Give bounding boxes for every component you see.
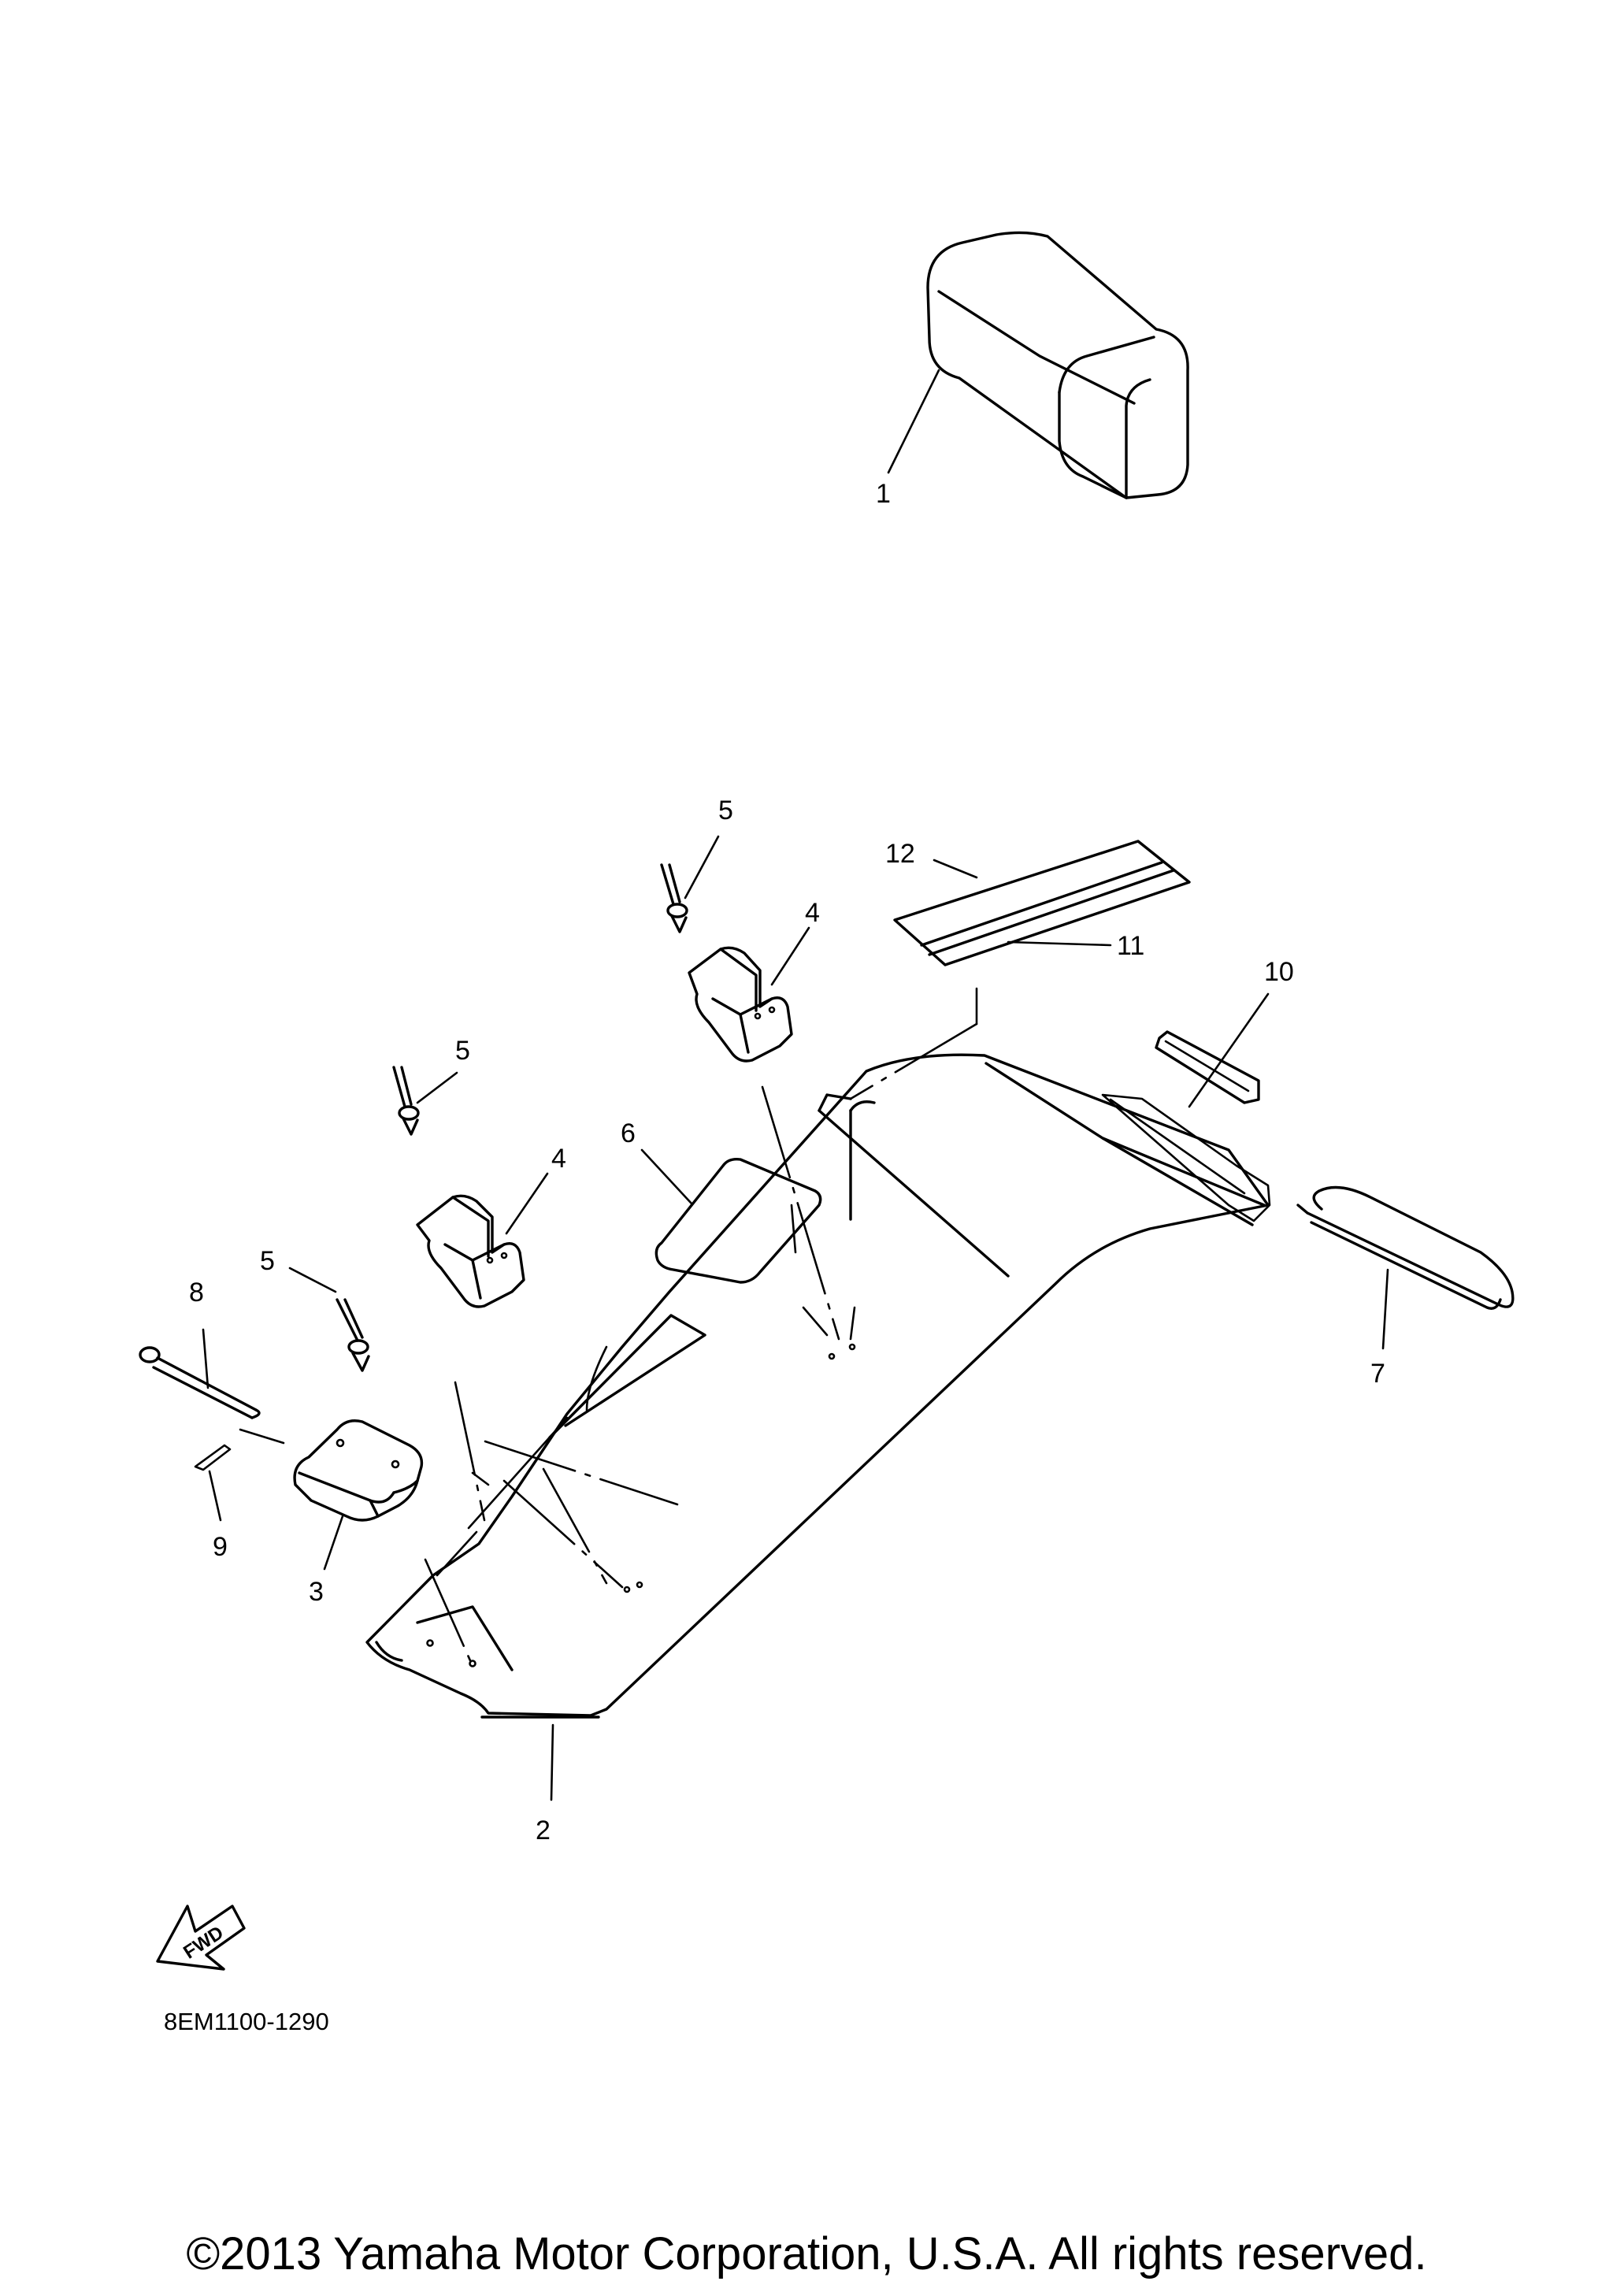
leader-2 <box>550 1723 554 1801</box>
callout-4-lower: 4 <box>551 1144 566 1174</box>
callout-5-lower: 5 <box>260 1246 275 1276</box>
leader-9 <box>208 1470 222 1522</box>
callout-6: 6 <box>621 1118 636 1148</box>
callout-8: 8 <box>189 1278 204 1307</box>
callout-9: 9 <box>213 1532 228 1562</box>
leader-4-upper <box>770 926 810 986</box>
part-5-rivet-lower <box>336 1298 370 1372</box>
callout-12: 12 <box>885 839 915 869</box>
leader-3 <box>323 1515 344 1571</box>
leader-12 <box>933 859 978 879</box>
part-5-rivet-middle <box>392 1066 420 1136</box>
part-2-hull-liner <box>365 1053 1271 1719</box>
part-3-hinge <box>293 1419 424 1522</box>
callout-1: 1 <box>876 479 891 509</box>
leader-9b <box>239 1428 285 1445</box>
callout-5-middle: 5 <box>455 1036 470 1066</box>
diagram-code: 8EM1100-1290 <box>164 2008 329 2035</box>
leader-1 <box>887 369 940 474</box>
fwd-arrow-icon: FWD <box>156 1905 246 1971</box>
leader-5-middle <box>416 1071 458 1104</box>
part-10-strip <box>1155 1030 1260 1104</box>
part-4-clip-upper <box>688 946 793 1063</box>
part-7-rope <box>1296 1185 1515 1310</box>
callout-5-upper: 5 <box>718 796 733 825</box>
part-4-clip-lower <box>416 1194 525 1308</box>
callout-10: 10 <box>1264 957 1294 987</box>
part-6-pad <box>654 1157 822 1284</box>
leader-8 <box>202 1328 210 1389</box>
part-9-cotter <box>194 1444 232 1471</box>
callout-11: 11 <box>1117 931 1144 961</box>
callout-3: 3 <box>309 1577 324 1607</box>
part-8-pin <box>139 1346 261 1419</box>
leader-5-lower <box>288 1267 337 1293</box>
part-1-foam-block <box>926 231 1189 499</box>
copyright-notice: ©2013 Yamaha Motor Corporation, U.S.A. A… <box>186 2228 1427 2279</box>
callout-7: 7 <box>1370 1359 1385 1389</box>
assembly-lines <box>424 987 978 1667</box>
leader-10 <box>1188 992 1270 1108</box>
leader-6 <box>640 1148 693 1205</box>
fwd-label: FWD <box>180 1922 228 1963</box>
part-11-12-mats <box>893 840 1191 966</box>
callout-2: 2 <box>536 1816 551 1845</box>
part-5-rivet-upper <box>660 863 688 933</box>
leader-4-lower <box>505 1172 549 1235</box>
leader-5-upper <box>684 835 720 899</box>
callout-4-upper: 4 <box>805 898 820 928</box>
leader-11 <box>1007 940 1112 947</box>
leader-7 <box>1381 1268 1389 1350</box>
